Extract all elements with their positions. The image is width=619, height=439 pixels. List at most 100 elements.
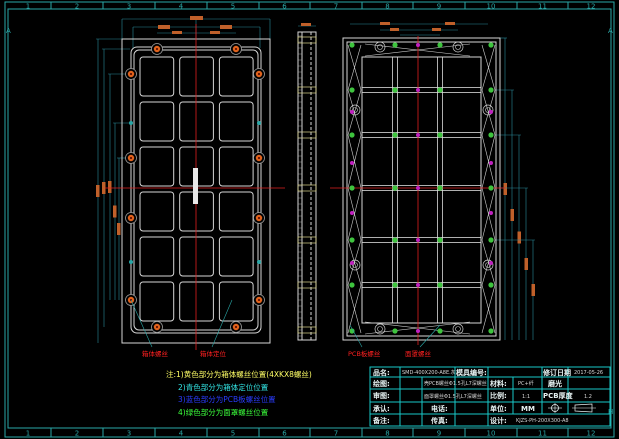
phone-label: 电话: (431, 404, 448, 413)
fax-label: 传真: (430, 416, 448, 425)
locate-pin (129, 121, 133, 125)
boss-ring-inner (485, 107, 491, 113)
design-value: KJZS-PH-200X300-A8 (516, 418, 569, 424)
pcb-screw-dot (489, 110, 493, 114)
dimension-text-mark (510, 209, 514, 221)
pcb-screw-dot (350, 211, 354, 215)
horizontal-rib (361, 132, 482, 138)
dimension-text-mark (102, 182, 106, 194)
boss-ring-inner (455, 44, 461, 50)
mask-screw-dot (349, 87, 355, 93)
mask-screw-dot (488, 185, 494, 191)
mask-screw-dot (392, 132, 398, 138)
column-number-top: 2 (75, 3, 79, 11)
note-2: 2)青色部分为箱体定位位置 (178, 382, 269, 392)
pcb-screw-dot (350, 261, 354, 265)
boss-ring (374, 41, 386, 53)
pcb-screw-dot (416, 133, 420, 137)
brace-line (481, 284, 496, 334)
column-number-top: 3 (127, 3, 131, 11)
scale-value: 1:1 (522, 394, 530, 400)
grid-cell (139, 56, 175, 97)
product-value: SMD-400X200-A8E.灰 (402, 369, 456, 376)
screw-center (156, 326, 158, 328)
product-label: 品名: (373, 368, 390, 377)
pcb-screw-dot (489, 161, 493, 165)
column-number-bottom: 5 (231, 430, 235, 438)
column-number-top: 7 (334, 3, 338, 11)
mask-screw-dot (437, 237, 443, 243)
column-number-top: 8 (385, 3, 389, 11)
remark-label: 备注: (372, 416, 390, 425)
pcb-screw-dot (416, 88, 420, 92)
boss-ring-inner (352, 107, 358, 113)
material-value: PC+纤 (518, 380, 534, 387)
callout-mask-screw: 面罩螺丝 (405, 349, 432, 358)
checked-note: 面罩螺丝Φ1.5孔L7深螺丝 (424, 393, 482, 400)
grid-cell (218, 56, 254, 97)
boss-ring (452, 41, 464, 53)
checked-label: 审图: (373, 391, 390, 400)
mask-screw-dot (488, 87, 494, 93)
column-number-top: 6 (282, 3, 287, 11)
callout-box-screw: 箱体螺丝 (142, 349, 169, 358)
screw-center (130, 217, 132, 219)
grid-cell (139, 236, 175, 277)
screw-center (258, 73, 260, 75)
unit-value: MM (521, 405, 535, 413)
column-number-bottom: 12 (587, 430, 596, 438)
mask-screw-dot (437, 282, 443, 288)
mask-screw-dot (437, 185, 443, 191)
column-number-bottom: 7 (334, 430, 338, 438)
boss-ring-inner (377, 326, 383, 332)
material-label: 材料: (489, 379, 507, 388)
note-3: 3)蓝色部分为PCB板螺丝位置 (178, 394, 276, 404)
column-number-bottom: 1 (26, 430, 30, 438)
finish-value: 磨光 (548, 379, 562, 388)
brace-line (364, 43, 471, 57)
column-number-bottom: 10 (487, 430, 496, 438)
right-view-box (330, 22, 535, 345)
column-number-bottom: 3 (127, 430, 131, 438)
boss-ring-inner (455, 326, 461, 332)
mask-screw-dot (488, 42, 494, 48)
mask-screw-dot (488, 132, 494, 138)
pcb-screw-dot (416, 283, 420, 287)
pcb-screw-dot (416, 329, 420, 333)
screw-center (235, 48, 237, 50)
column-number-bottom: 8 (385, 430, 389, 438)
boss-ring (482, 104, 494, 116)
row-letter-h-right: H (608, 408, 613, 416)
mask-screw-dot (349, 132, 355, 138)
callout-pcb-screw: PCB板螺丝 (348, 349, 381, 358)
mask-screw-dot (488, 282, 494, 288)
note-4: 4)绿色部分为面罩螺丝位置 (178, 407, 269, 417)
drawn-note: 壳PCB螺丝Φ1.5孔L7深螺丝 (424, 380, 487, 387)
unit-label: 单位: (490, 404, 507, 413)
side-rib (297, 131, 317, 139)
row-letter-a-right: A (608, 27, 613, 35)
grid-cell (139, 101, 175, 142)
callout-box-locate: 箱体定位 (200, 349, 227, 358)
screw-center (258, 217, 260, 219)
boss-ring-inner (377, 44, 383, 50)
column-number-bottom: 2 (75, 430, 79, 438)
side-rib (297, 281, 317, 289)
dimension-text-mark (531, 284, 535, 296)
column-number-top: 11 (538, 3, 547, 11)
row-letter-a-left: A (6, 27, 11, 35)
mask-screw-dot (392, 282, 398, 288)
grid-cell (218, 236, 254, 277)
screw-center (258, 299, 260, 301)
screw-center (235, 326, 237, 328)
dimension-text-mark (108, 181, 112, 193)
brace-line (347, 134, 362, 189)
boss-ring (482, 259, 494, 271)
mask-screw-dot (349, 185, 355, 191)
mask-screw-dot (392, 42, 398, 48)
grid-cell (139, 146, 175, 187)
locate-pin (257, 260, 261, 264)
dimension-text-mark (117, 223, 121, 235)
scale-label: 比例: (490, 391, 507, 400)
